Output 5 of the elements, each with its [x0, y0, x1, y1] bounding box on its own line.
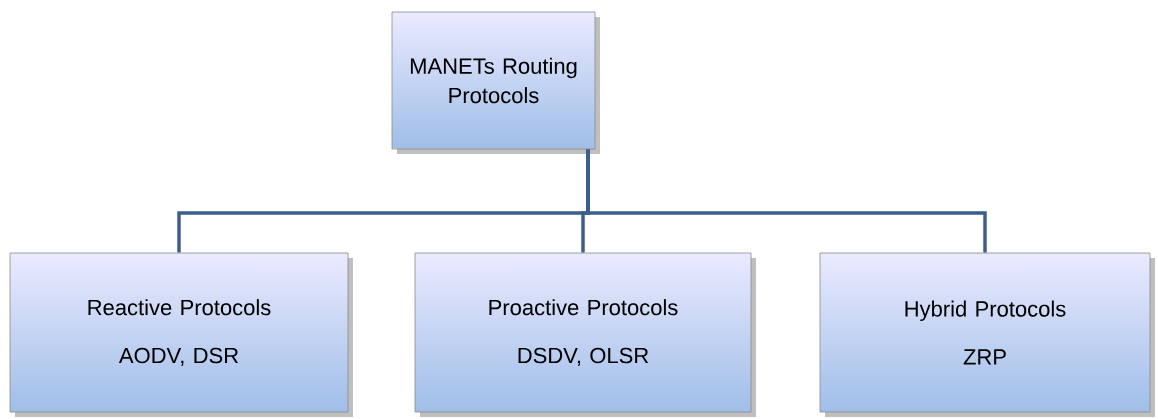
category-box: Hybrid Protocols ZRP — [819, 252, 1155, 417]
category-box: Proactive Protocols DSDV, OLSR — [414, 252, 756, 417]
root-box: MANETs Routing Protocols — [391, 11, 600, 154]
connector-line — [586, 149, 987, 253]
category-box: Reactive Protocols AODV, DSR — [9, 252, 353, 417]
